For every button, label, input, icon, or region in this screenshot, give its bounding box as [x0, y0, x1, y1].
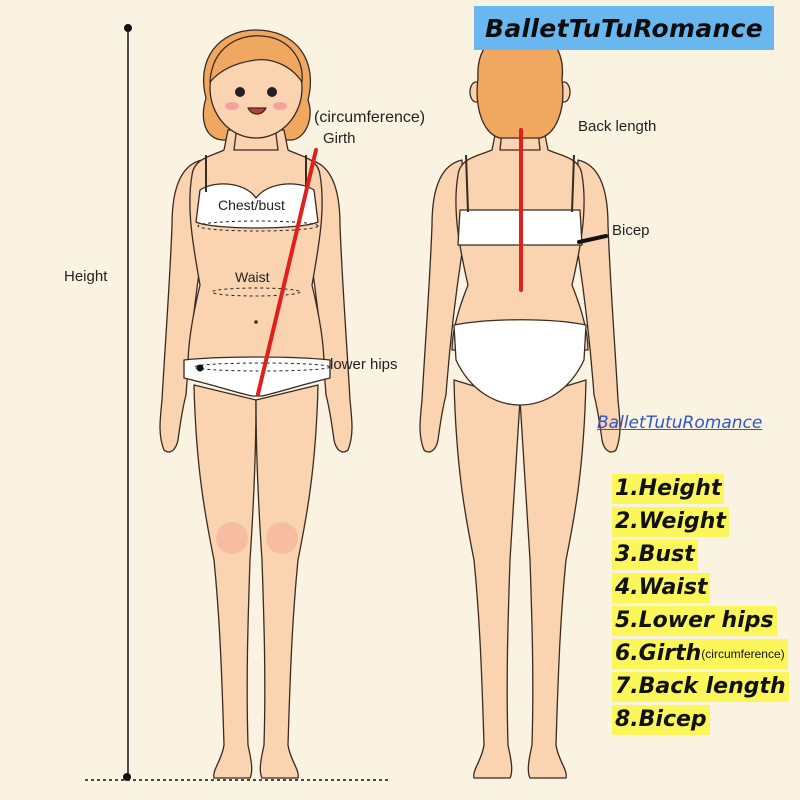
checklist-item-note: (circumference) — [701, 647, 785, 661]
label-circumference: (circumference) — [314, 109, 426, 126]
checklist-item-text: 8.Bicep — [615, 707, 707, 732]
back-figure-icon — [419, 29, 621, 779]
label-height: Height — [64, 268, 108, 285]
checklist-item-text: 7.Back length — [615, 674, 786, 699]
brand-watermark: BalletTutuRomance — [597, 413, 763, 433]
checklist-item: 5.Lower hips — [612, 606, 777, 636]
brand-banner: BalletTuTuRomance — [474, 6, 774, 50]
checklist-item-text: 5.Lower hips — [615, 608, 774, 633]
checklist-item: 6.Girth(circumference) — [612, 639, 788, 669]
label-back-length: Back length — [578, 118, 657, 135]
checklist-item-text: 6.Girth — [615, 641, 702, 666]
label-lower-hips: lower hips — [330, 356, 398, 373]
brand-banner-text: BalletTuTuRomance — [484, 13, 763, 43]
front-figure-icon — [159, 29, 353, 779]
checklist-item-text: 1.Height — [615, 476, 722, 501]
checklist-item: 2.Weight — [612, 507, 729, 537]
label-chest-bust: Chest/bust — [218, 197, 285, 213]
label-waist: Waist — [235, 269, 270, 285]
label-bicep: Bicep — [612, 222, 650, 239]
checklist-item: 4.Waist — [612, 573, 711, 603]
front-measure-lines — [193, 148, 331, 396]
checklist-item: 8.Bicep — [612, 705, 710, 735]
checklist-item-text: 4.Waist — [615, 575, 708, 600]
checklist-item-text: 2.Weight — [615, 509, 726, 534]
checklist-item: 7.Back length — [612, 672, 789, 702]
checklist-item: 1.Height — [612, 474, 725, 504]
height-ruler-icon — [85, 24, 390, 781]
checklist-item-text: 3.Bust — [615, 542, 695, 567]
back-measure-lines — [519, 128, 608, 292]
label-girth: Girth — [323, 130, 356, 147]
measurement-checklist: 1.Height 2.Weight 3.Bust 4.Waist 5.Lower hip… — [612, 474, 789, 738]
checklist-item: 3.Bust — [612, 540, 698, 570]
